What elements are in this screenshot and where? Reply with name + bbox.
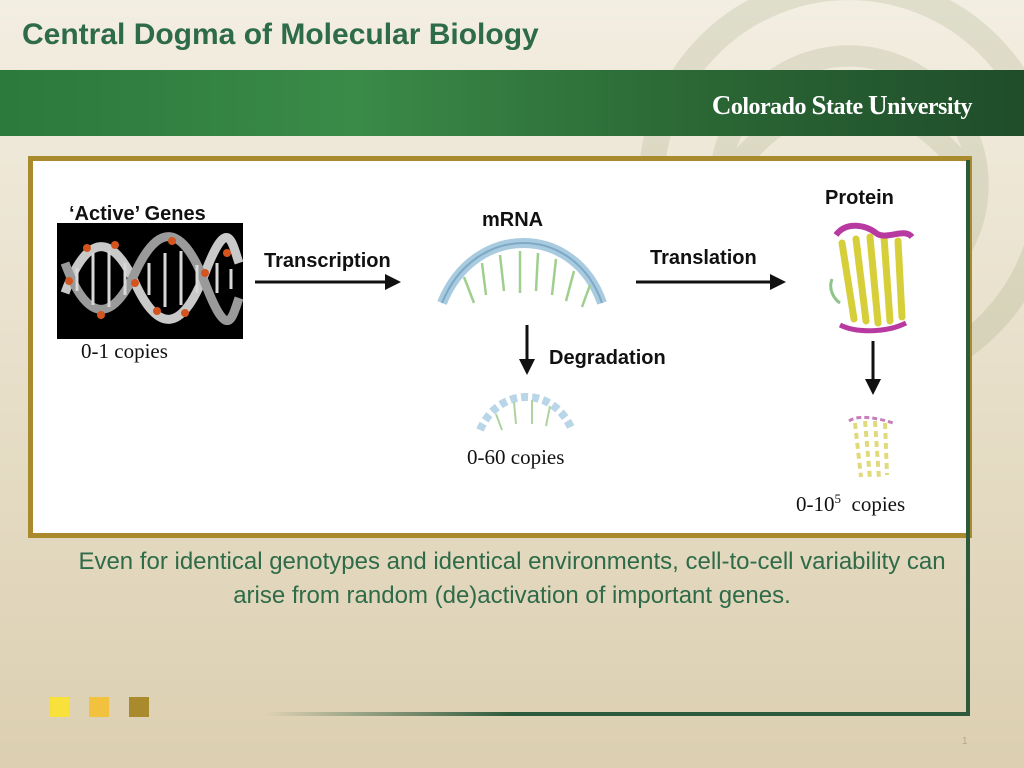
protein-copies-exponent: 5 (834, 491, 842, 506)
protein-copies-suffix: copies (851, 492, 906, 516)
csu-logo: Colorado State University (711, 90, 973, 121)
translation-arrow (636, 274, 786, 290)
protein-copies: 0-105 copies (796, 491, 905, 517)
transcription-label: Transcription (264, 250, 391, 272)
degradation-arrow (519, 325, 535, 375)
footer-rule (265, 712, 970, 716)
protein-label: Protein (825, 187, 894, 209)
decor-square-orange (89, 697, 109, 717)
degraded-protein-image (848, 415, 894, 480)
transcription-arrow (255, 274, 401, 290)
protein-molecule-image (829, 222, 915, 334)
logo-text: tate (826, 94, 869, 120)
degradation-label: Degradation (549, 347, 666, 369)
logo-text: olorado (730, 94, 812, 120)
logo-letter: C (711, 90, 732, 120)
page-number: 1 (962, 736, 968, 747)
frame-vertical-rule (966, 160, 970, 716)
degraded-mrna-image (476, 393, 576, 432)
mrna-label: mRNA (482, 209, 544, 231)
dna-molecule-image (57, 223, 244, 339)
logo-letter: U (868, 90, 888, 120)
decor-square-gold (129, 697, 149, 717)
logo-text: niversity (887, 94, 972, 120)
mrna-molecule-image (437, 238, 607, 308)
genes-copies: 0-1 copies (81, 339, 168, 363)
protein-copies-prefix: 0-10 (796, 492, 835, 516)
protein-degradation-arrow (865, 341, 881, 395)
genes-label: ‘Active’ Genes (69, 203, 206, 225)
slide-title: Central Dogma of Molecular Biology (22, 18, 539, 51)
translation-label: Translation (650, 247, 757, 269)
header-bar: Colorado State University (0, 70, 1024, 136)
logo-letter: S (811, 90, 827, 120)
mrna-copies: 0-60 copies (467, 445, 565, 469)
decor-square-yellow (50, 697, 70, 717)
slide-caption: Even for identical genotypes and identic… (78, 548, 946, 609)
central-dogma-diagram: ‘Active’ Genes 0-1 copies Transcription (28, 156, 972, 538)
